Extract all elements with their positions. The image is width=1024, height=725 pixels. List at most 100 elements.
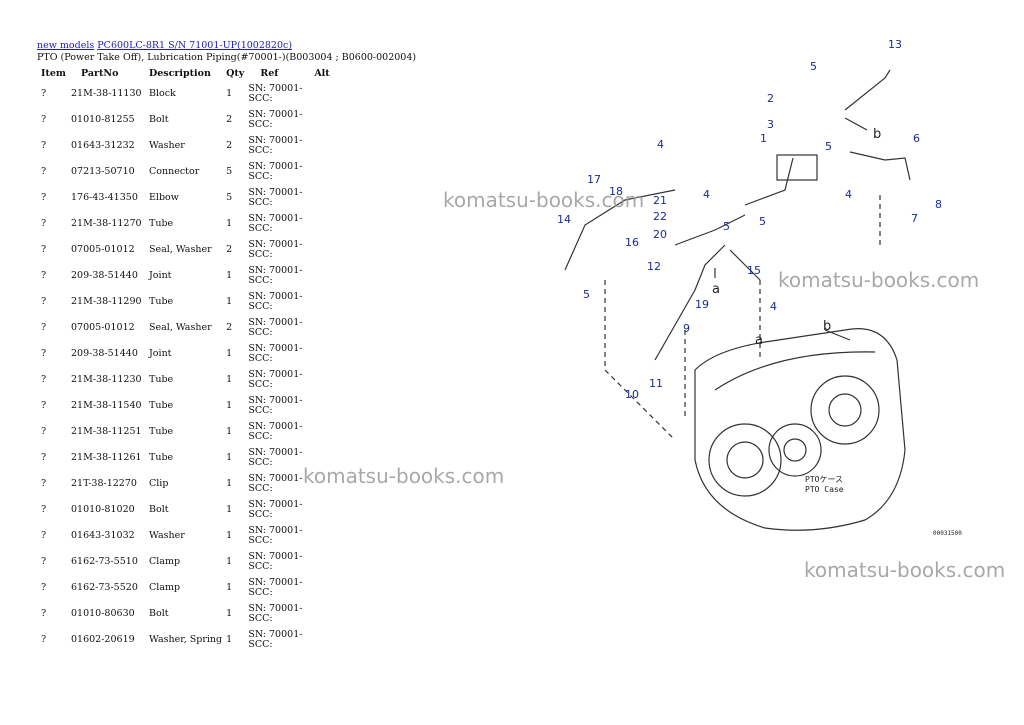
watermark-1: komatsu-books.com xyxy=(443,188,645,212)
pto-case-gear-left-inner xyxy=(726,441,764,479)
cell-ref: SN: 70001- SCC: xyxy=(248,629,303,650)
cell-item: ? xyxy=(41,140,47,151)
callout-4-d: 4 xyxy=(770,300,777,313)
callout-14: 14 xyxy=(557,213,571,226)
cell-ref: SN: 70001- SCC: xyxy=(248,551,303,572)
cell-alt xyxy=(312,523,336,549)
cell-desc: Bolt xyxy=(149,608,169,619)
view-label-b-lower: b xyxy=(823,319,831,334)
cell-item: ? xyxy=(41,426,47,437)
cell-qty: 5 xyxy=(226,192,233,203)
cell-qty: 1 xyxy=(226,634,233,645)
cell-part: 6162-73-5510 xyxy=(71,556,138,567)
cell-item: ? xyxy=(41,348,47,359)
col-header-alt: Alt xyxy=(314,67,330,79)
callout-3: 3 xyxy=(767,118,774,131)
callout-13: 13 xyxy=(888,38,902,51)
pto-case-outline xyxy=(694,328,906,531)
cell-alt xyxy=(312,627,336,653)
cell-qty: 2 xyxy=(226,114,233,125)
cell-alt xyxy=(312,419,336,445)
breadcrumb: new models PC600LC-8R1 S/N 71001-UP(1002… xyxy=(37,40,292,52)
cell-ref: SN: 70001- SCC: xyxy=(248,343,303,364)
callout-20: 20 xyxy=(653,228,667,241)
cell-part: 07005-01012 xyxy=(71,244,135,255)
cell-part: 6162-73-5520 xyxy=(71,582,138,593)
cell-desc: Tube xyxy=(149,400,174,411)
callout-4-c: 4 xyxy=(845,188,852,201)
block-1 xyxy=(776,154,818,181)
cell-ref: SN: 70001- SCC: xyxy=(248,213,303,234)
callout-22: 22 xyxy=(653,210,667,223)
case-label-jp: PTOケース xyxy=(805,475,843,484)
cell-item: ? xyxy=(41,400,47,411)
cell-item: ? xyxy=(41,296,47,307)
arrow-b-upper xyxy=(844,117,868,131)
cell-qty: 2 xyxy=(226,244,233,255)
watermark-3: komatsu-books.com xyxy=(303,464,505,488)
cell-qty: 1 xyxy=(226,478,233,489)
cell-ref: SN: 70001- SCC: xyxy=(248,83,303,104)
cell-ref: SN: 70001- SCC: xyxy=(248,291,303,312)
cell-ref: SN: 70001- SCC: xyxy=(248,473,303,494)
cell-desc: Bolt xyxy=(149,114,169,125)
cell-alt xyxy=(312,367,336,393)
cell-qty: 1 xyxy=(226,530,233,541)
cell-part: 01010-81255 xyxy=(71,114,135,125)
case-label-en: PTO Case xyxy=(805,485,844,494)
breadcrumb-link-new-models[interactable]: new models xyxy=(37,40,95,51)
pto-case-gear-left xyxy=(708,423,782,497)
cell-qty: 1 xyxy=(226,270,233,281)
cell-ref: SN: 70001- SCC: xyxy=(248,109,303,130)
callout-15: 15 xyxy=(747,264,761,277)
pto-case-gear-center-inner xyxy=(783,438,807,462)
watermark-2: komatsu-books.com xyxy=(778,268,980,292)
cell-alt xyxy=(312,185,336,211)
pto-case-gear-right-inner xyxy=(828,393,862,427)
callout-10: 10 xyxy=(625,388,639,401)
pto-lubrication-diagram: 1 2 3 4 4 4 4 5 5 5 5 5 6 7 8 9 10 11 12… xyxy=(557,38,962,537)
cell-qty: 1 xyxy=(226,374,233,385)
cell-alt xyxy=(312,289,336,315)
diagram-case-labels: PTOケース PTO Case 00031500 xyxy=(805,475,962,537)
pto-case-rim xyxy=(714,351,876,391)
cell-part: 21T-38-12270 xyxy=(71,478,137,489)
cell-qty: 1 xyxy=(226,556,233,567)
parts-table: Item PartNo Description Qty Ref Alt ?21M… xyxy=(35,65,336,653)
cell-part: 176-43-41350 xyxy=(71,192,138,203)
col-header-description: Description xyxy=(149,67,211,79)
cell-qty: 1 xyxy=(226,504,233,515)
cell-ref: SN: 70001- SCC: xyxy=(248,265,303,286)
diagram-view-labels: a a b b xyxy=(712,127,881,348)
cell-qty: 1 xyxy=(226,452,233,463)
cell-ref: SN: 70001- SCC: xyxy=(248,395,303,416)
cell-alt xyxy=(312,601,336,627)
callout-21: 21 xyxy=(653,194,667,207)
cell-item: ? xyxy=(41,582,47,593)
cell-qty: 1 xyxy=(226,348,233,359)
breadcrumb-link-model[interactable]: PC600LC-8R1 S/N 71001-UP(1002820c) xyxy=(97,40,293,51)
dash-line-left xyxy=(604,280,676,441)
col-header-ref: Ref xyxy=(260,67,279,79)
cell-qty: 1 xyxy=(226,88,233,99)
cell-qty: 5 xyxy=(226,166,233,177)
cell-part: 21M-38-11230 xyxy=(71,374,142,385)
cell-item: ? xyxy=(41,504,47,515)
